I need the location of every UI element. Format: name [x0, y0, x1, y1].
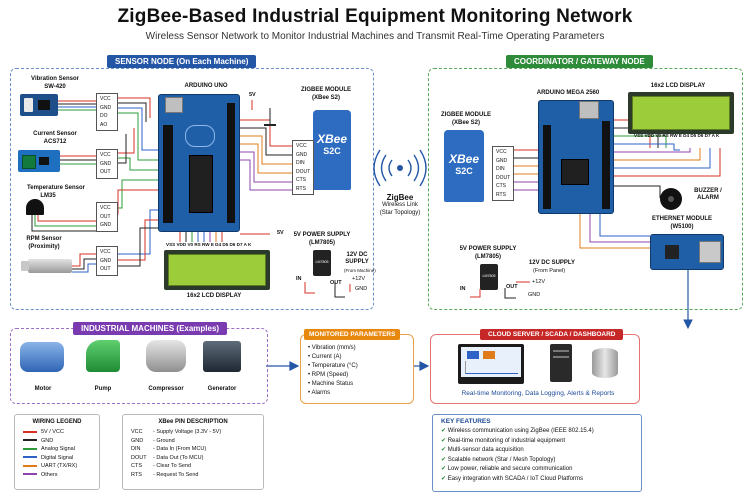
coord-lcd-pins: VSS VDD V0 RS RW E D4 D5 D6 D7 A K: [634, 133, 720, 138]
rpm-sensor-model: (Proximity): [28, 244, 60, 250]
rpm-sensor-icon: [21, 259, 72, 273]
sensor-5v-out: 5V: [277, 230, 284, 236]
machine-label-pump: Pump: [94, 386, 112, 392]
coordinator-header: COORDINATOR / GATEWAY NODE: [506, 55, 653, 68]
current-sensor-title: Current Sensor: [33, 131, 77, 137]
coord-xbee-module: XBee S2C: [444, 130, 484, 202]
coord-lcd-display: [628, 92, 734, 134]
cloud-caption: Real-time Monitoring, Data Logging, Aler…: [461, 390, 615, 397]
sensor-supply-in: IN: [296, 276, 302, 282]
coord-lcd-label: 16x2 LCD DISPLAY: [650, 83, 706, 89]
sensor-node-panel: [10, 68, 374, 310]
sensor-dc-title: 12V DC SUPPLY: [345, 252, 369, 265]
temperature-sensor-model: LM35: [40, 193, 56, 199]
mega-label: ARDUINO MEGA 2560: [536, 90, 600, 96]
coord-supply-in: IN: [460, 286, 466, 292]
coord-supply-model: (LM7805): [474, 254, 501, 260]
coordinator-panel: [428, 68, 743, 310]
coord-gnd: GND: [528, 292, 541, 298]
sensor-dc-sub: (From Machine): [344, 268, 376, 273]
parameters-list: • Vibration (mm/s) • Current (A) • Tempe…: [308, 345, 358, 396]
legend-row-others: Others: [23, 471, 99, 480]
dashboard-monitor-icon: [458, 344, 524, 384]
buzzer-label: BUZZER / ALARM: [694, 188, 722, 201]
coord-supply-title: 5V POWER SUPPLY: [459, 246, 517, 252]
sensor-zigbee-title: ZIGBEE MODULE: [300, 87, 351, 93]
legend-row-5v: 5V / VCC: [23, 428, 99, 437]
sensor-gnd: GND: [355, 286, 368, 292]
ethernet-model: (W5100): [670, 224, 694, 230]
page-title: ZigBee-Based Industrial Equipment Monito…: [117, 6, 633, 27]
server-icon: [550, 344, 572, 382]
coord-zigbee-model: (XBee S2): [451, 120, 480, 126]
sensor-xbee-module: XBee S2C: [313, 110, 351, 190]
vibration-sensor-icon: [20, 94, 58, 116]
sensor-lcd-label: 16x2 LCD DISPLAY: [186, 293, 242, 299]
machine-label-motor: Motor: [34, 386, 52, 392]
machines-header: INDUSTRIAL MACHINES (Examples): [73, 322, 228, 335]
ground-symbol: [264, 124, 276, 126]
pump-icon: [86, 340, 120, 372]
sensor-regulator-icon: LM7805: [313, 250, 331, 276]
machine-label-generator: Generator: [207, 386, 237, 392]
legend-row-uart: UART (TX/RX): [23, 462, 99, 471]
current-sensor-icon: [18, 150, 60, 172]
legend-row-analog: Analog Signal: [23, 445, 99, 454]
key-features: KEY FEATURES ✔ Wireless communication us…: [432, 414, 642, 492]
sensor-lcd-pins: VSS VDD V0 RS RW E D4 D5 D6 D7 A K: [166, 242, 252, 247]
arduino-5v-label: 5V: [249, 92, 256, 98]
xbee-pin-description: XBee PIN DESCRIPTION VCC- Supply Voltage…: [122, 414, 264, 490]
generator-icon: [203, 341, 241, 372]
legend-row-gnd: GND: [23, 437, 99, 446]
arduino-mega-board: [538, 100, 614, 214]
ethernet-title: ETHERNET MODULE: [652, 216, 712, 222]
arduino-uno-label: ARDUINO UNO: [184, 83, 228, 89]
compressor-icon: [146, 340, 186, 372]
sensor-supply-title: 5V POWER SUPPLY: [293, 232, 351, 238]
sensor-lcd-display: [164, 250, 270, 290]
ethernet-module: [650, 234, 724, 270]
machine-label-compressor: Compressor: [148, 386, 184, 392]
coord-plus12: +12V: [532, 279, 545, 285]
legend-row-digital: Digital Signal: [23, 454, 99, 463]
arduino-uno-board: [158, 94, 240, 232]
rpm-sensor-title: RPM Sensor: [26, 236, 62, 242]
coord-regulator-icon: LM7805: [480, 264, 498, 290]
coord-dc-sub: (From Panel): [533, 268, 566, 274]
page-subtitle: Wireless Sensor Network to Monitor Indus…: [145, 31, 605, 42]
coord-zigbee-title: ZIGBEE MODULE: [440, 112, 491, 118]
sensor-node-header: SENSOR NODE (On Each Machine): [107, 55, 257, 68]
vibration-sensor-model: SW-420: [44, 84, 66, 90]
coord-supply-out: OUT: [506, 284, 518, 290]
temperature-sensor-title: Temperature Sensor: [27, 185, 85, 191]
parameters-header: MONITORED PARAMETERS: [304, 329, 401, 340]
temperature-sensor-icon: [26, 199, 44, 215]
sensor-supply-model: (LM7805): [308, 240, 335, 246]
zigbee-wireless-link: ZigBee Wireless Link (Star Topology): [379, 193, 421, 216]
wiring-legend: WIRING LEGEND 5V / VCC GND Analog Signal…: [14, 414, 100, 490]
current-sensor-model: ACS712: [43, 139, 67, 145]
vibration-sensor-title: Vibration Sensor: [31, 76, 79, 82]
cloud-header: CLOUD SERVER / SCADA / DASHBOARD: [480, 329, 624, 340]
buzzer-icon: [660, 188, 682, 210]
motor-icon: [20, 342, 64, 372]
sensor-zigbee-model: (XBee S2): [311, 95, 340, 101]
database-icon: [592, 348, 618, 378]
sensor-plus12: +12V: [352, 276, 365, 282]
sensor-supply-out: OUT: [330, 280, 342, 286]
coord-dc-title: 12V DC SUPPLY: [528, 260, 576, 266]
